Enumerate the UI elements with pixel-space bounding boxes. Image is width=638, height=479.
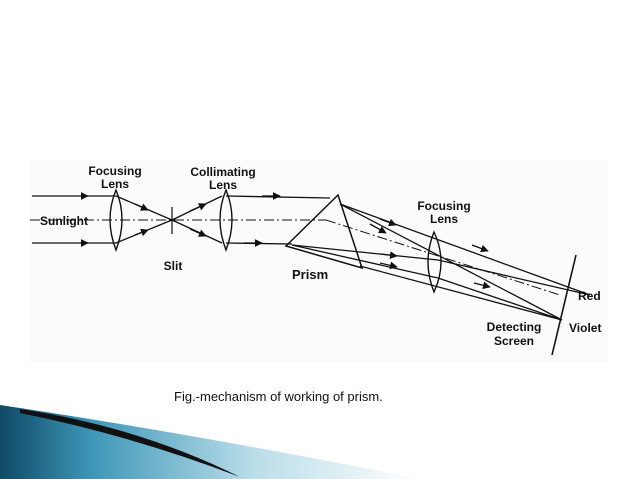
- arrow-lower-3: [189, 228, 207, 237]
- lower-ray-to-violet: [359, 265, 563, 321]
- focusing-lens-2: [427, 230, 442, 294]
- red-label: Red: [578, 289, 601, 303]
- arrow-dispersed-1: [379, 218, 397, 227]
- arrow-dispersed-3: [379, 251, 398, 260]
- dispersed-ray-violet-bottom: [291, 244, 439, 279]
- dispersed-ray-violet-top: [339, 203, 563, 321]
- arrow-post-lens-1: [471, 244, 489, 253]
- footer-decoration: [0, 405, 420, 479]
- slit-label: Slit: [164, 259, 183, 273]
- footer-blue-band: [0, 405, 420, 479]
- focusing-lens-2-label-line2: Lens: [430, 212, 458, 226]
- focusing-lens-1: [109, 188, 123, 252]
- collimating-lens-label-line1: Collimating: [190, 165, 255, 179]
- focusing-lens-1-label-line1: Focusing: [88, 164, 141, 178]
- diagram-background: [30, 160, 608, 362]
- figure-caption: Fig.-mechanism of working of prism.: [174, 389, 383, 404]
- arrow-lower-2: [134, 228, 149, 237]
- detecting-screen-label-line2: Screen: [494, 334, 534, 348]
- arrow-post-lens-2: [473, 281, 491, 290]
- collimating-lens: [219, 188, 233, 252]
- collimating-lens-label-line2: Lens: [209, 178, 237, 192]
- dispersed-ray-violet-bottom-2: [437, 277, 563, 321]
- sunlight-label: Sunlight: [40, 214, 88, 228]
- arrow-upper-2: [134, 203, 149, 211]
- arrow-dispersed-4: [379, 261, 398, 270]
- dispersed-ray-red-bottom: [291, 244, 439, 261]
- dispersed-ray-red-bottom-2: [437, 259, 591, 296]
- focusing-lens-2-label-line1: Focusing: [417, 199, 470, 213]
- footer-black-wedge: [20, 409, 240, 477]
- prism-diagram: Focusing Lens Sunlight Slit Collimating …: [30, 160, 608, 362]
- arrow-upper-3: [189, 203, 207, 212]
- violet-label: Violet: [569, 321, 601, 335]
- arrow-dispersed-2: [369, 223, 387, 234]
- prism-shape: [284, 193, 364, 270]
- focusing-lens-1-label-line2: Lens: [101, 177, 129, 191]
- detecting-screen-line: [551, 254, 577, 356]
- detecting-screen-label-line1: Detecting: [487, 320, 542, 334]
- prism-label: Prism: [292, 267, 328, 282]
